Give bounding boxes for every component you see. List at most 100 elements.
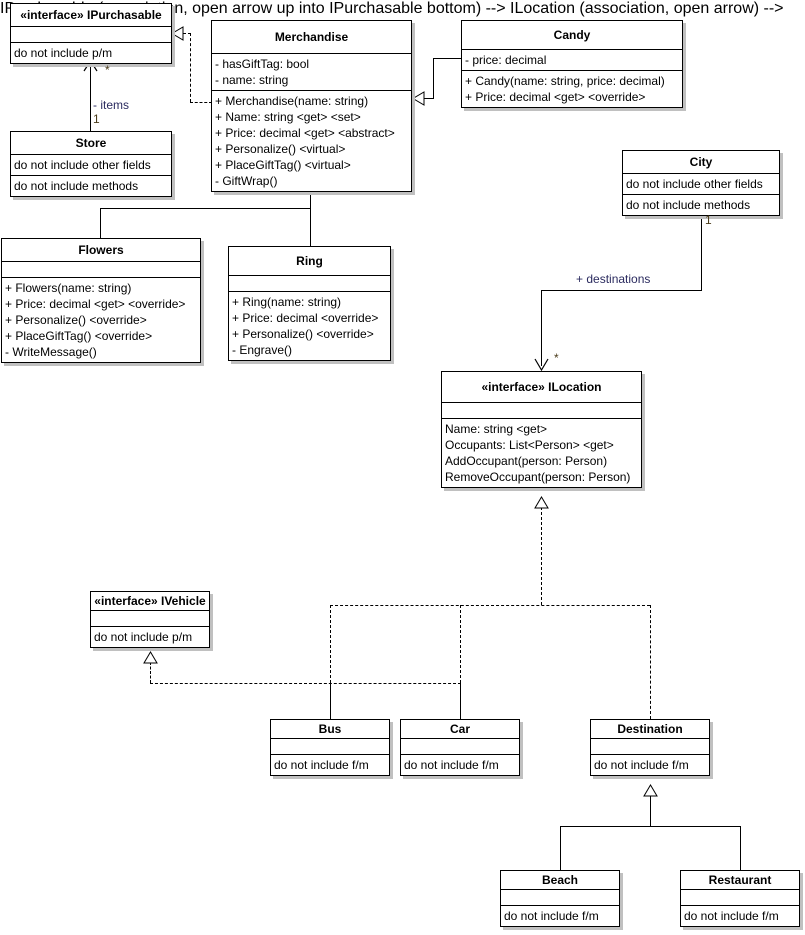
class-title-ring: Ring — [229, 247, 390, 276]
class-operations-car: do not include f/m — [401, 755, 519, 775]
member-row: do not include methods — [626, 198, 751, 212]
class-attributes-city: do not include other fields — [623, 174, 779, 195]
member-row: do not include f/m — [594, 758, 689, 772]
class-box-bus[interactable]: Bus do not include f/m — [270, 719, 390, 776]
class-title-ilocation: «interface» ILocation — [442, 372, 641, 403]
member-row: + Merchandise(name: string) — [215, 94, 369, 108]
class-box-ring[interactable]: Ring + Ring(name: string) + Price: decim… — [228, 246, 391, 361]
class-box-car[interactable]: Car do not include f/m — [400, 719, 520, 776]
class-title-restaurant: Restaurant — [681, 871, 799, 890]
member-row: + Personalize() <override> — [5, 313, 147, 327]
class-operations-ivehicle: do not include p/m — [91, 627, 209, 647]
class-attributes-ipurchasable — [11, 27, 171, 43]
multiplicity-ipurchasable-many: * — [105, 63, 110, 77]
class-box-store[interactable]: Store do not include other fields do not… — [10, 131, 172, 197]
class-box-city[interactable]: City do not include other fields do not … — [622, 150, 780, 216]
generalization-candy-merchandise-seg1 — [433, 58, 461, 59]
class-title-store: Store — [11, 132, 171, 155]
member-row: do not include methods — [14, 179, 139, 193]
member-row: Occupants: List<Person> <get> — [445, 438, 614, 452]
realization-merchandise-ipurchasable-seg3 — [183, 33, 191, 34]
generalization-candy-merchandise-seg2 — [433, 58, 434, 98]
member-row: + Price: decimal <get> <override> — [5, 297, 186, 311]
class-box-ilocation[interactable]: «interface» ILocation Name: string <get>… — [441, 371, 642, 488]
realization-ilocation-stem — [541, 507, 542, 605]
class-attributes-car — [401, 739, 519, 755]
member-row: + Candy(name: string, price: decimal) — [465, 74, 665, 88]
realization-arrowhead-ilocation-bottom — [534, 496, 549, 514]
generalization-ring-drop — [310, 208, 311, 246]
class-attributes-ring — [229, 276, 390, 292]
class-box-ipurchasable[interactable]: «interface» IPurchasable do not include … — [10, 3, 172, 64]
class-title-bus: Bus — [271, 720, 389, 739]
class-box-merchandise[interactable]: Merchandise - hasGiftTag: bool - name: s… — [211, 20, 412, 192]
class-title-ivehicle: «interface» IVehicle — [91, 592, 209, 611]
class-box-destination[interactable]: Destination do not include f/m — [590, 719, 710, 776]
member-row: do not include f/m — [684, 909, 779, 923]
generalization-arrowhead-destination — [643, 784, 658, 802]
member-row: RemoveOccupant(person: Person) — [445, 470, 631, 484]
member-row: + PlaceGiftTag() <override> — [5, 329, 153, 343]
member-row: + Price: decimal <get> <override> — [465, 90, 646, 104]
member-row: + Name: string <get> <set> — [215, 110, 361, 124]
class-box-restaurant[interactable]: Restaurant do not include f/m — [680, 870, 800, 927]
member-row: - Engrave() — [232, 343, 293, 357]
class-operations-ipurchasable: do not include p/m — [11, 43, 171, 63]
class-operations-candy: + Candy(name: string, price: decimal) + … — [462, 71, 682, 107]
class-attributes-restaurant — [681, 890, 799, 906]
class-operations-merchandise: + Merchandise(name: string) + Name: stri… — [212, 91, 411, 191]
class-box-beach[interactable]: Beach do not include f/m — [500, 870, 620, 927]
generalization-destination-stem — [650, 795, 651, 826]
member-row: + Personalize() <virtual> — [215, 142, 346, 156]
class-attributes-bus — [271, 739, 389, 755]
member-row: - name: string — [215, 73, 289, 87]
member-row: + Ring(name: string) — [232, 295, 342, 309]
class-box-ivehicle[interactable]: «interface» IVehicle do not include p/m — [90, 591, 210, 648]
realization-ilocation-car-drop — [460, 605, 461, 683]
class-operations-city: do not include methods — [623, 195, 779, 215]
class-attributes-ilocation — [442, 403, 641, 419]
class-operations-beach: do not include f/m — [501, 906, 619, 926]
class-attributes-destination — [591, 739, 709, 755]
multiplicity-city-one: 1 — [705, 213, 712, 227]
member-row: + Flowers(name: string) — [5, 281, 132, 295]
realization-ivehicle-bus-drop — [330, 683, 331, 719]
generalization-candy-merchandise-seg3 — [424, 98, 434, 99]
class-attributes-store: do not include other fields — [11, 155, 171, 176]
realization-ilocation-destination-drop — [650, 605, 651, 719]
member-row: do not include other fields — [14, 158, 151, 172]
class-attributes-ivehicle — [91, 611, 209, 627]
generalization-destination-bar — [560, 826, 741, 827]
class-operations-restaurant: do not include f/m — [681, 906, 799, 926]
member-row: - GiftWrap() — [215, 174, 278, 188]
class-box-flowers[interactable]: Flowers + Flowers(name: string) + Price:… — [1, 238, 201, 363]
generalization-merchandise-stem — [310, 190, 311, 208]
association-store-ipurchasable-line — [90, 66, 91, 131]
member-row: do not include f/m — [274, 758, 369, 772]
member-row: do not include p/m — [14, 46, 113, 60]
class-operations-destination: do not include f/m — [591, 755, 709, 775]
member-row: do not include other fields — [626, 177, 763, 191]
multiplicity-store-one: 1 — [93, 112, 100, 126]
class-title-car: Car — [401, 720, 519, 739]
member-row: + Price: decimal <get> <abstract> — [215, 126, 395, 140]
generalization-merchandise-bus-bar — [100, 208, 311, 209]
class-title-merchandise: Merchandise — [212, 21, 411, 54]
class-operations-ilocation: Name: string <get> Occupants: List<Perso… — [442, 419, 641, 487]
class-title-ipurchasable: «interface» IPurchasable — [11, 4, 171, 27]
class-title-destination: Destination — [591, 720, 709, 739]
member-row: - price: decimal — [465, 53, 547, 67]
class-attributes-candy: - price: decimal — [462, 50, 682, 71]
generalization-flowers-drop — [100, 208, 101, 238]
multiplicity-ilocation-many: * — [554, 351, 559, 365]
member-row: do not include f/m — [504, 909, 599, 923]
association-arrowhead-ilocation — [533, 358, 550, 376]
association-city-destinations-seg1 — [701, 212, 702, 290]
class-box-candy[interactable]: Candy - price: decimal + Candy(name: str… — [461, 20, 683, 108]
class-attributes-flowers — [2, 262, 200, 278]
realization-arrowhead-ivehicle — [143, 651, 158, 669]
member-row: AddOccupant(person: Person) — [445, 454, 608, 468]
class-attributes-beach — [501, 890, 619, 906]
member-row: + PlaceGiftTag() <virtual> — [215, 158, 351, 172]
